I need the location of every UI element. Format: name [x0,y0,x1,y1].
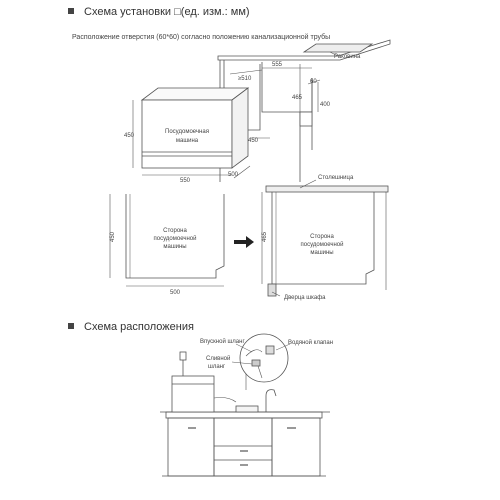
sink-shape [302,43,374,53]
right-label-line3: машины [310,250,333,256]
left-side-view [109,194,225,287]
dim-unit-width: 550 [180,178,191,184]
drain-hose-line1: Сливной [206,355,230,362]
dim-unit-depth: 500 [228,172,239,178]
drain-hose-line2: шланг [208,364,226,370]
section-title-placement: Схема расположения [68,321,194,333]
right-side-view [261,179,389,297]
left-width: 500 [170,290,181,296]
left-height: 450 [110,231,116,242]
dim-hole-height: 400 [320,102,331,108]
square-bullet-icon [68,323,74,330]
placement-diagram [160,333,330,477]
dim-cab-height: 465 [292,95,303,101]
countertop-label: Столешница [318,175,354,181]
dim-unit-height: 450 [124,133,135,139]
right-height: 465 [262,231,268,242]
cabinet-door-label: Дверца шкафа [284,295,326,301]
cabinet-diagram [132,39,391,182]
left-label-line1: Сторона [163,228,187,234]
square-bullet-icon [68,8,74,15]
section-title-text: Схема установки □(ед. изм.: мм) [84,6,250,18]
dim-cab-width: 555 [272,62,283,68]
left-label-line3: машины [163,244,186,250]
water-valve-label: Водяной клапан [288,339,333,346]
unit-label-line2: машина [176,138,199,144]
dim-inner-gap: 450 [248,138,259,144]
unit-label-line1: Посудомоечная [165,129,209,135]
dim-cab-depth: ≥510 [238,76,252,82]
right-label-line1: Сторона [310,234,334,240]
inlet-hose-label: Впускной шланг [200,338,245,345]
section-title-text: Схема расположения [84,321,194,333]
dim-hole-offset: 60 [310,79,317,85]
sink-label: Раковина [334,54,361,60]
detail-magnifier [239,333,289,383]
hole-note: Расположение отверстия (60*60) согласно … [72,34,331,41]
right-label-line2: посудомоечной [301,241,344,248]
arrow-right-icon [234,236,254,248]
left-label-line2: посудомоечной [154,235,197,242]
section-title-installation: Схема установки □(ед. изм.: мм) [68,6,250,18]
